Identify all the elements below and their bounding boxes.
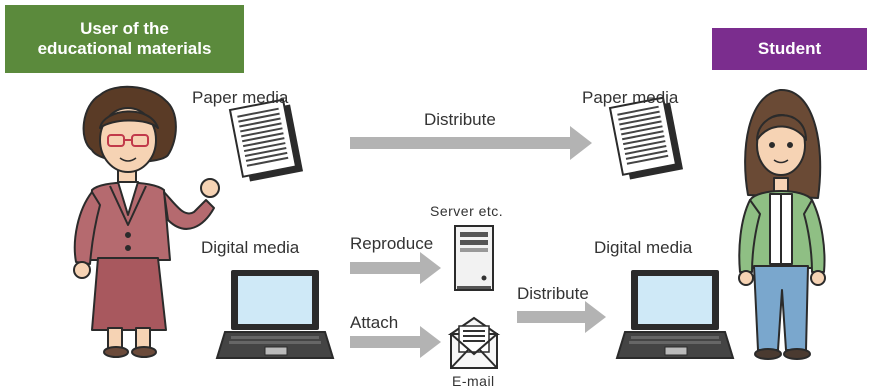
paper-media-left-label: Paper media xyxy=(192,88,289,107)
attach-label: Attach xyxy=(350,313,399,332)
server-icon xyxy=(454,225,494,291)
user-badge: User of the educational materials xyxy=(5,5,244,73)
digital-media-left-label: Digital media xyxy=(201,238,300,257)
email-envelope-icon xyxy=(447,316,501,369)
reproduce-label: Reproduce xyxy=(350,234,434,253)
paper-media-right-label: Paper media xyxy=(582,88,679,107)
email-label: E-mail xyxy=(452,373,495,389)
distribute-top-label: Distribute xyxy=(424,110,496,129)
student-badge: Student xyxy=(712,28,867,70)
teacher-figure-icon xyxy=(73,85,220,358)
arrow-right-icon xyxy=(350,326,441,358)
distribute-bottom-label: Distribute xyxy=(517,284,589,303)
laptop-icon xyxy=(215,270,335,359)
paper-document-icon xyxy=(228,98,304,182)
arrow-right-icon xyxy=(350,126,592,160)
digital-media-right-label: Digital media xyxy=(594,238,693,257)
arrow-right-icon xyxy=(517,301,606,333)
user-badge-line2: educational materials xyxy=(37,39,212,58)
user-badge-line1: User of the xyxy=(80,19,169,38)
arrow-right-icon xyxy=(350,252,441,284)
paper-document-icon xyxy=(608,96,684,180)
student-figure-icon xyxy=(738,88,826,360)
server-label: Server etc. xyxy=(430,203,504,219)
student-badge-label: Student xyxy=(757,39,822,58)
laptop-icon xyxy=(615,270,735,359)
